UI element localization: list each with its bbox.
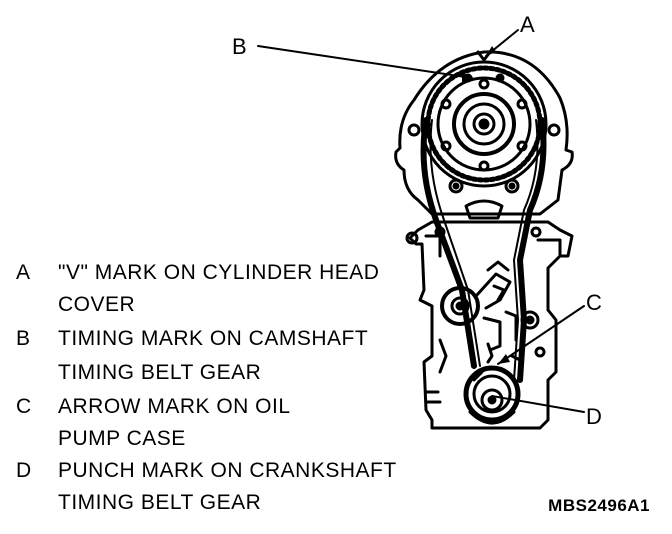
legend-text-d-line1: PUNCH MARK ON CRANKSHAFT [58,459,397,482]
crankshaft-gear [463,365,521,423]
legend-letter-d: D [16,459,32,482]
timing-belt-left [420,117,477,369]
camshaft-gear-outer [420,60,548,188]
legend-text-b-line1: TIMING MARK ON CAMSHAFT [58,327,369,350]
cylinder-head-cover [394,50,574,216]
tensioner-pulley [440,286,480,326]
legend-text-d-line2: TIMING BELT GEAR [58,491,262,514]
legend-text-b-line2: TIMING BELT GEAR [58,361,262,384]
legend-text-c-line1: ARROW MARK ON OIL [58,395,291,418]
legend-text-a-line2: COVER [58,293,136,316]
figure-code: MBS2496A1 [548,496,650,515]
legend-text-c-line2: PUMP CASE [58,427,186,450]
engine-block [408,220,574,430]
legend-text-a-line1: "V" MARK ON CYLINDER HEAD [58,261,380,284]
callout-c: C [586,290,602,315]
legend-letter-c: C [16,395,32,418]
leader-d [491,395,585,413]
callout-d: D [586,404,602,429]
callout-a: A [520,12,535,37]
legend-letter-b: B [16,327,31,350]
callout-b: B [232,34,247,59]
leader-b [257,45,473,79]
legend-letter-a: A [16,261,31,284]
timing-belt-right [517,117,547,383]
leader-c [497,305,585,365]
camshaft-gear-hub [452,92,516,156]
